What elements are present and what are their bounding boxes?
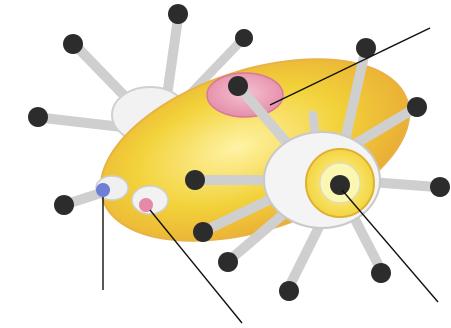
pink-dot-lower-left [139, 198, 153, 212]
blue-dot-left [96, 183, 110, 197]
dark-core [330, 175, 350, 195]
pointer-line-bottom-right [342, 190, 438, 302]
